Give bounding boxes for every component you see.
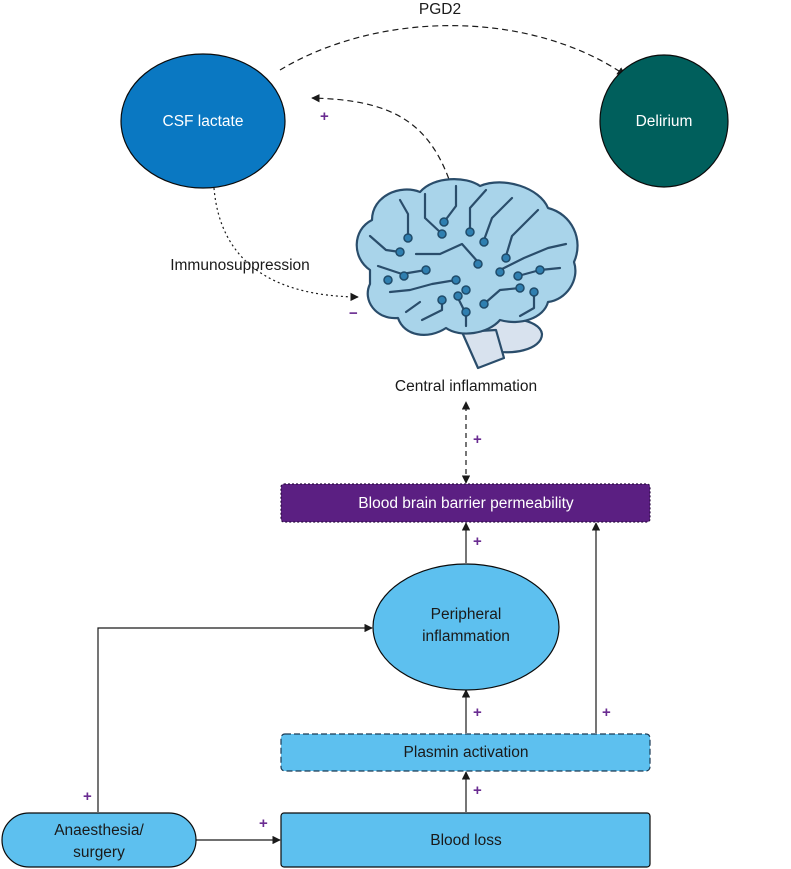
- sign-anaesthesia-to-bloodloss: +: [259, 815, 268, 832]
- immunosuppression-label: Immunosuppression: [170, 257, 310, 274]
- sign-immuno-to-brain: −: [349, 305, 358, 322]
- edge-csf-to-brain: [213, 187, 359, 302]
- peripheral-inflammation-label-1: Peripheral: [431, 606, 502, 623]
- delirium-label: Delirium: [636, 113, 693, 130]
- node-plasmin-activation: Plasmin activation: [280, 733, 651, 772]
- sign-bbb-to-central: +: [473, 431, 482, 448]
- sign-bloodloss-to-plasmin: +: [473, 782, 482, 799]
- edge-anaesthesia-to-peripheral: [97, 623, 373, 812]
- brain-circuit-icon: [355, 178, 579, 370]
- sign-anaesthesia-to-peripheral: +: [83, 788, 92, 805]
- sign-plasmin-to-bbb: +: [602, 704, 611, 721]
- blood-loss-label: Blood loss: [430, 832, 502, 849]
- pgd2-label: PGD2: [419, 1, 461, 18]
- sign-peripheral-to-bbb: +: [473, 533, 482, 550]
- peripheral-inflammation-label-2: inflammation: [422, 628, 510, 645]
- node-peripheral-inflammation: Peripheral inflammation: [372, 563, 560, 691]
- bbb-label: Blood brain barrier permeability: [358, 495, 574, 512]
- edge-brain-to-csf: [311, 93, 453, 189]
- node-anaesthesia-surgery: Anaesthesia/ surgery: [1, 812, 197, 868]
- csf-lactate-label: CSF lactate: [163, 113, 244, 130]
- sign-plasmin-to-peripheral: +: [473, 704, 482, 721]
- central-inflammation-label: Central inflammation: [395, 378, 537, 395]
- anaesthesia-label-2: surgery: [73, 844, 125, 861]
- node-csf-lactate: CSF lactate: [120, 53, 286, 189]
- node-blood-loss: Blood loss: [280, 812, 651, 868]
- plasmin-activation-label: Plasmin activation: [404, 744, 529, 761]
- node-delirium: Delirium: [599, 54, 729, 188]
- anaesthesia-label-1: Anaesthesia/: [54, 822, 144, 839]
- node-bbb-permeability: Blood brain barrier permeability: [280, 483, 651, 523]
- edge-csf-to-delirium: [279, 25, 626, 76]
- sign-brain-to-csf: +: [320, 108, 329, 125]
